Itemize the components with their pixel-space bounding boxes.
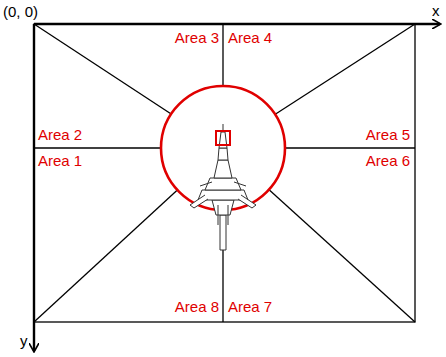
area-lines	[34, 24, 415, 322]
axis-label: y	[20, 332, 28, 350]
tower-illustration	[190, 124, 256, 250]
axis-label: x	[432, 2, 440, 20]
area-label: Area 5	[366, 126, 410, 144]
origin-label: (0, 0)	[3, 3, 38, 21]
y-axis	[33, 24, 35, 351]
area-label: Area 7	[228, 298, 272, 316]
area-label: Area 1	[38, 152, 82, 170]
area-label: Area 6	[366, 152, 410, 170]
area-label: Area 2	[38, 126, 82, 144]
area-label: Area 4	[228, 29, 272, 47]
x-axis	[34, 23, 440, 25]
area-label: Area 3	[175, 29, 219, 47]
target-box	[216, 131, 230, 145]
area-label: Area 8	[175, 298, 219, 316]
center-circle	[161, 86, 285, 210]
